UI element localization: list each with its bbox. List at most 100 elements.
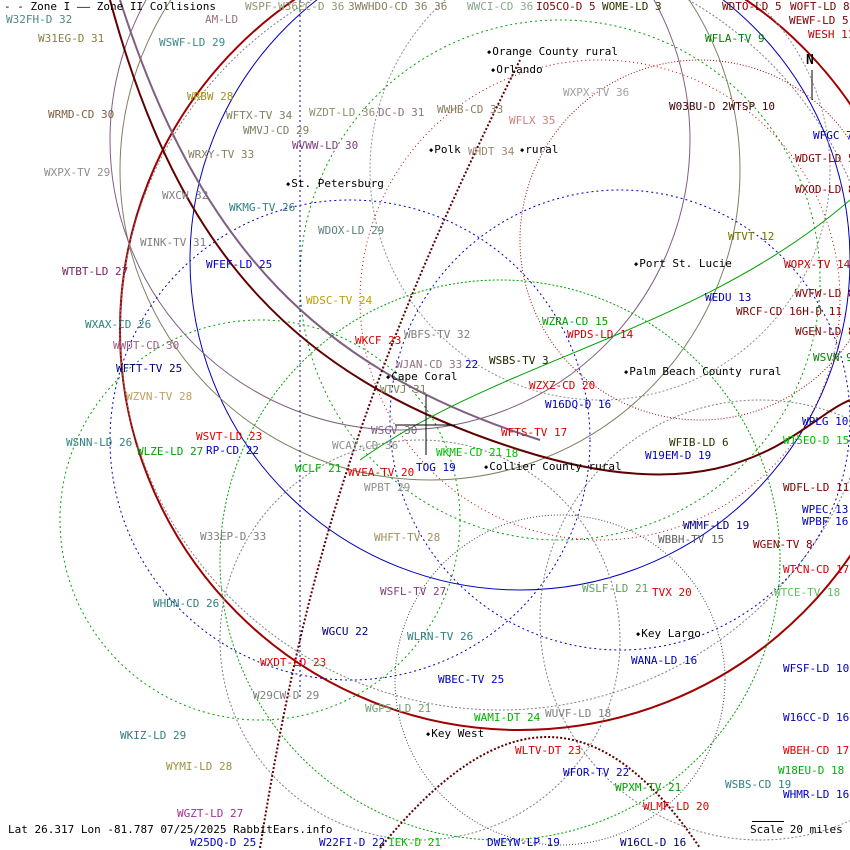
station-label[interactable]: WTVJ 31 — [380, 383, 427, 396]
station-label[interactable]: WFLX 35 — [509, 114, 556, 127]
station-label[interactable]: WRMD-CD 30 — [48, 108, 115, 121]
station-label[interactable]: 22 — [465, 358, 479, 371]
station-label[interactable]: WZVN-TV 28 — [126, 390, 193, 403]
station-label[interactable]: 1EK-D 21 — [388, 836, 441, 849]
station-label[interactable]: WDTO-LD 5 — [722, 0, 782, 13]
station-label[interactable]: WPDS-LD 14 — [567, 328, 634, 341]
station-label[interactable]: WGEN-LD 8 — [795, 325, 850, 338]
station-label[interactable]: WFGC 7 — [813, 129, 850, 142]
station-label[interactable]: WHDN-CD 26 — [153, 597, 220, 610]
station-label[interactable]: WWHB-CD 33 — [437, 103, 504, 116]
station-label[interactable]: WFTX-TV 34 — [226, 109, 293, 122]
station-label[interactable]: W32FH-D 32 — [6, 13, 73, 26]
station-label[interactable]: DWEYW-LP 19 — [487, 836, 560, 849]
station-label[interactable]: WINK-TV 31 — [140, 236, 207, 249]
station-label[interactable]: W29CW-D 29 — [253, 689, 320, 702]
station-label[interactable]: 3WWHDO-CD 36 36 — [348, 0, 448, 13]
station-label[interactable]: WSBS-CD 19 — [725, 778, 792, 791]
station-label[interactable]: WZRA-CD 15 — [542, 315, 609, 328]
station-label[interactable]: WBEC-TV 25 — [438, 673, 505, 686]
station-label[interactable]: WOPX-TV 14 — [784, 258, 850, 271]
station-label[interactable]: WSLF-LD 21 — [582, 582, 649, 595]
station-label[interactable]: W16CL-D 16 — [620, 836, 687, 849]
station-label[interactable]: WXAX-CD 26 — [85, 318, 152, 331]
station-label[interactable]: WDFL-LD 11 — [783, 481, 850, 494]
station-label[interactable]: WOFT-LD 8 — [790, 0, 850, 13]
station-label[interactable]: WFTT-TV 25 — [116, 362, 183, 375]
station-label[interactable]: WTCN-CD 17 — [783, 563, 850, 576]
station-label[interactable]: WVWW-LD 30 — [292, 139, 359, 152]
station-label[interactable]: WTCE-TV 18 — [774, 586, 841, 599]
station-label[interactable]: WFTS-TV 17 — [501, 426, 568, 439]
station-label[interactable]: WTVT 12 — [728, 230, 775, 243]
station-label[interactable]: WGEN-TV 8 — [753, 538, 813, 551]
station-label[interactable]: WFIB-LD 6 — [669, 436, 729, 449]
station-label[interactable]: WXDT-LD 23 — [260, 656, 327, 669]
station-label[interactable]: WDGT-LD 5 — [795, 152, 850, 165]
station-label[interactable]: WESH 11 — [808, 28, 850, 41]
station-label[interactable]: WWDT-CD 30 — [113, 339, 180, 352]
station-label[interactable]: WOME-LD 3 — [602, 0, 662, 13]
station-label[interactable]: WEDU 13 — [705, 291, 752, 304]
station-label[interactable]: W16CC-D 16 — [783, 711, 850, 724]
station-label[interactable]: W31EG-D 31 — [38, 32, 105, 45]
station-label[interactable]: WPXM-TV 21 — [615, 781, 682, 794]
station-label[interactable]: TOG 19 — [416, 461, 456, 474]
station-label[interactable]: W03BU-D 2WTSP 10 — [669, 100, 775, 113]
station-label[interactable]: WLZE-LD 27 — [137, 445, 204, 458]
station-label[interactable]: WXPX-TV 29 — [44, 166, 111, 179]
station-label[interactable]: WVEA-TV 20 — [348, 466, 415, 479]
station-label[interactable]: WKMG-TV 26 — [229, 201, 296, 214]
station-label[interactable]: WAMI-DT 24 — [474, 711, 541, 724]
station-label[interactable]: WCLF 21 — [295, 462, 342, 475]
station-label[interactable]: WSFL-TV 27 — [380, 585, 447, 598]
station-label[interactable]: WLTV-DT 23 — [515, 744, 582, 757]
station-label[interactable]: WFOR-TV 22 — [563, 766, 630, 779]
station-label[interactable]: WSCV 30 — [371, 424, 418, 437]
station-label[interactable]: WZXZ-CD 20 — [529, 379, 596, 392]
station-label[interactable]: W22FI-D 22 — [319, 836, 386, 849]
station-label[interactable]: RP-CD 22 — [206, 444, 259, 457]
station-label[interactable]: WPLG 10 — [802, 415, 849, 428]
station-label[interactable]: WFLA-TV 9 — [705, 32, 765, 45]
station-label[interactable]: WBBH-TV 15 — [658, 533, 725, 546]
station-label[interactable]: WVFW-LD 8 — [795, 287, 850, 300]
station-label[interactable]: WPBT 29 — [364, 481, 411, 494]
station-label[interactable]: WRBW 28 — [187, 90, 234, 103]
station-label[interactable]: WBEH-CD 17 — [783, 744, 850, 757]
station-label[interactable]: WKCF 23 — [355, 334, 402, 347]
station-label[interactable]: WYMI-LD 28 — [166, 760, 233, 773]
station-label[interactable]: IO5CO-D 5 — [536, 0, 596, 13]
station-label[interactable]: WSVT-LD 23 — [196, 430, 263, 443]
station-label[interactable]: WZDT-LD 36 — [309, 106, 376, 119]
station-label[interactable]: AM-LD — [205, 13, 239, 26]
station-label[interactable]: TVX 20 — [652, 586, 692, 599]
station-label[interactable]: WGPS-LD 21 — [365, 702, 432, 715]
station-label[interactable]: WDSC-TV 24 — [306, 294, 373, 307]
station-label[interactable]: WFEF-LD 25 — [206, 258, 273, 271]
station-label[interactable]: W15EO-D 15 — [783, 434, 850, 447]
station-label[interactable]: WSNN-LD 26 — [66, 436, 133, 449]
station-label[interactable]: WSWF-LD 29 — [159, 36, 226, 49]
station-label[interactable]: WEWF-LD 5 — [789, 14, 849, 27]
station-label[interactable]: WWCI-CD 36 — [467, 0, 534, 13]
station-label[interactable]: WTBT-LD 27 — [62, 265, 129, 278]
station-label[interactable]: WSVN 9 — [813, 351, 850, 364]
station-label[interactable]: WFSF-LD 10 — [783, 662, 850, 675]
station-label[interactable]: WKME-CD 21 — [436, 446, 503, 459]
station-label[interactable]: WANA-LD 16 — [631, 654, 698, 667]
station-label[interactable]: WRCF-CD 16H-D 11 — [736, 305, 842, 318]
station-label[interactable]: WPBF 16 — [802, 515, 849, 528]
station-label[interactable]: WBFS-TV 32 — [404, 328, 471, 341]
station-label[interactable]: WSBS-TV 3 — [489, 354, 549, 367]
station-label[interactable]: WHDT 34 — [468, 145, 515, 158]
station-label[interactable]: WSPF-W36EC-D 36 — [245, 0, 345, 13]
station-label[interactable]: 18 — [505, 447, 519, 460]
station-label[interactable]: W25DQ-D 25 — [190, 836, 257, 849]
station-label[interactable]: W33EP-D 33 — [200, 530, 267, 543]
station-label[interactable]: WHMR-LD 16 — [783, 788, 850, 801]
station-label[interactable]: DC-D 31 — [378, 106, 425, 119]
station-label[interactable]: WCAY-CD 36 — [332, 439, 399, 452]
station-label[interactable]: WMMF-LD 19 — [683, 519, 750, 532]
station-label[interactable]: WMVJ-CD 29 — [243, 124, 310, 137]
